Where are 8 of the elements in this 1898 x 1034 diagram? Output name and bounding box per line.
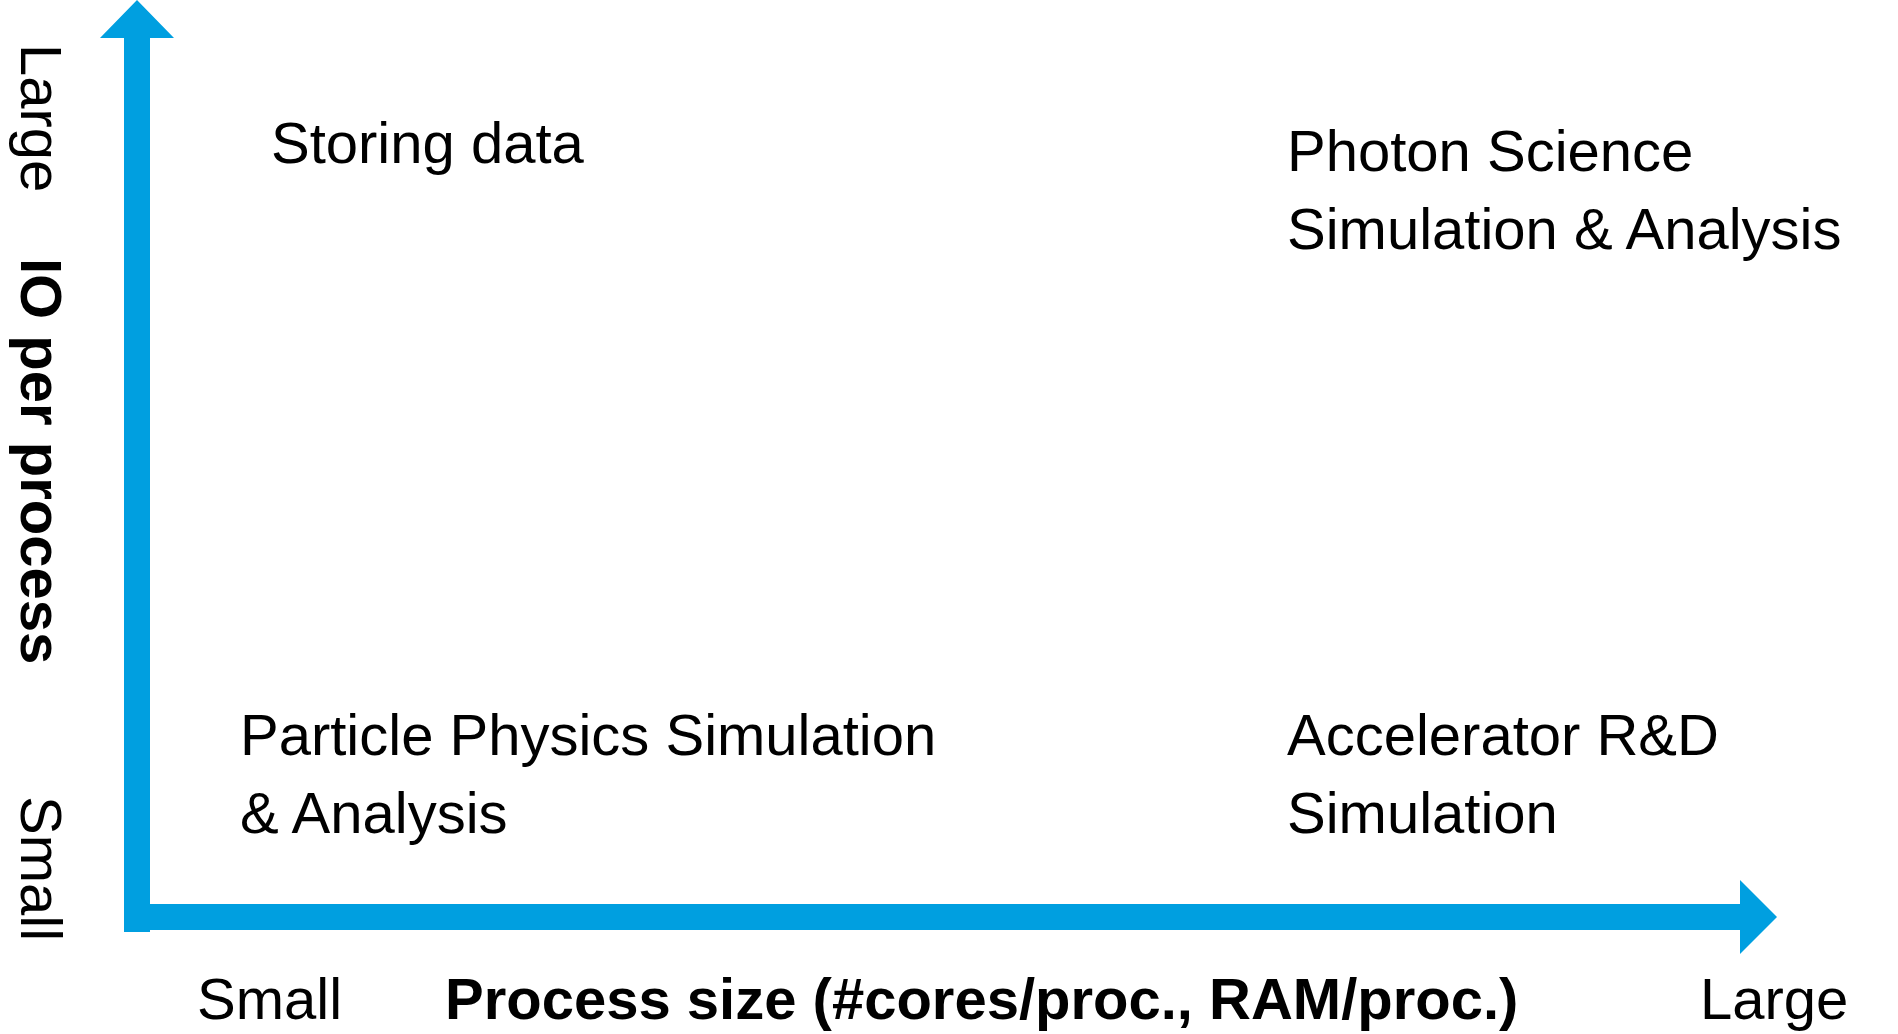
- quadrant-label: Particle Physics Simulation & Analysis: [240, 701, 938, 847]
- axis-label: Small: [12, 796, 70, 942]
- axis-title: Process size (#cores/proc., RAM/proc.): [445, 965, 1520, 1033]
- quadrant-label: Photon Science Simulation & Analysis: [1287, 117, 1843, 263]
- quadrant-label: Storing data: [271, 109, 585, 177]
- axis-label: Large: [1700, 965, 1850, 1033]
- axis-label: Small: [197, 965, 344, 1033]
- quadrant-label: Accelerator R&D Simulation: [1287, 701, 1720, 847]
